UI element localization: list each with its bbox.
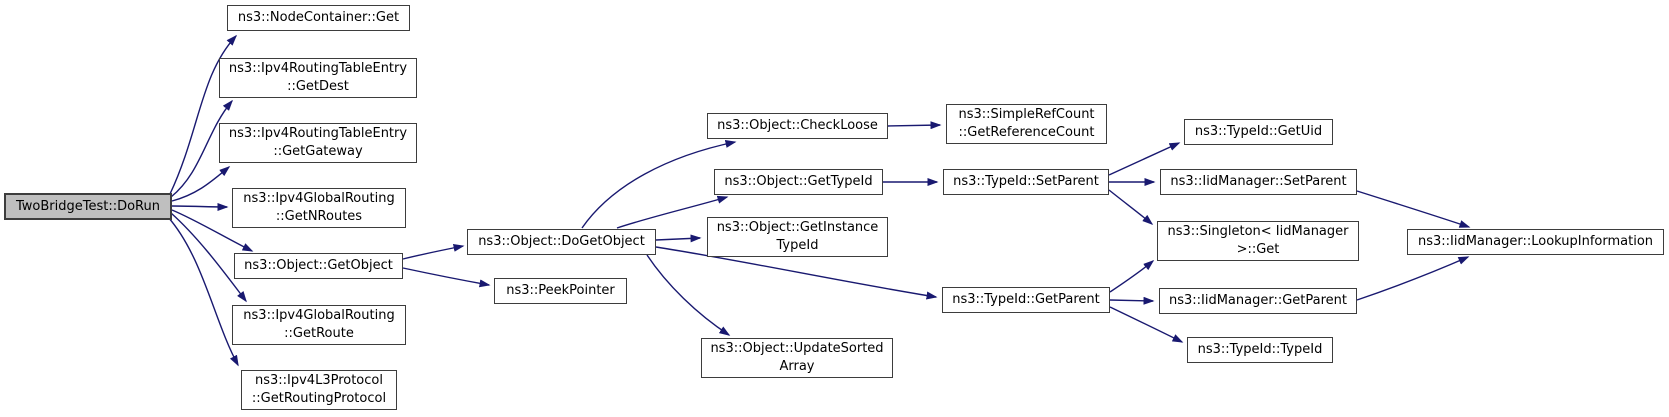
node-typeid-setparent[interactable]: ns3::TypeId::SetParent [943,169,1109,195]
edge-obj-getobject-peekpointer [402,267,491,288]
edge-obj-dogetobject-obj-getinstancetypeid [655,234,702,243]
node-iidmanager-setparent[interactable]: ns3::IidManager::SetParent [1160,169,1357,195]
node-simplerefcount-getreferencecount[interactable]: ns3::SimpleRefCount ::GetReferenceCount [946,104,1107,144]
node-ipv4routingtableentry-getgateway[interactable]: ns3::Ipv4RoutingTableEntry ::GetGateway [219,123,417,163]
edge-typeid-getparent-singleton-get [1109,260,1155,293]
node-object-checkloose[interactable]: ns3::Object::CheckLoose [707,113,888,139]
node-typeid-getuid[interactable]: ns3::TypeId::GetUid [1184,119,1333,145]
node-twobridgetest-dorun: TwoBridgeTest::DoRun [4,193,172,220]
node-iidmanager-getparent[interactable]: ns3::IidManager::GetParent [1159,288,1357,314]
edge-iidm-setparent-iidm-lookupinfo [1356,190,1471,228]
edge-iidm-getparent-iidm-lookupinfo [1356,256,1470,301]
node-object-getobject[interactable]: ns3::Object::GetObject [234,253,403,279]
edge-obj-dogetobject-obj-updatesortedarray [646,254,731,336]
node-typeid-typeid[interactable]: ns3::TypeId::TypeId [1187,337,1333,363]
node-ipv4globalrouting-getnroutes[interactable]: ns3::Ipv4GlobalRouting ::GetNRoutes [232,188,406,228]
node-object-gettypeid[interactable]: ns3::Object::GetTypeId [714,169,883,195]
edge-typeid-getparent-iidm-getparent [1109,296,1155,305]
node-peekpointer[interactable]: ns3::PeekPointer [494,278,627,304]
node-ipv4globalrouting-getroute[interactable]: ns3::Ipv4GlobalRouting ::GetRoute [232,305,406,345]
edge-dorun-ipv4l3-getroutingprotocol [167,216,239,367]
node-object-getinstancetypeid[interactable]: ns3::Object::GetInstance TypeId [707,217,888,257]
node-iidmanager-lookupinformation[interactable]: ns3::IidManager::LookupInformation [1407,229,1664,255]
edge-obj-checkloose-src-getrefcount [887,121,942,130]
edge-obj-dogetobject-obj-checkloose [581,140,737,229]
node-ipv4routingtableentry-getdest[interactable]: ns3::Ipv4RoutingTableEntry ::GetDest [219,58,417,98]
node-object-updatesortedarray[interactable]: ns3::Object::UpdateSorted Array [701,338,893,378]
node-singleton-iidmanager-get[interactable]: ns3::Singleton< IidManager >::Get [1157,221,1359,261]
edge-typeid-setparent-singleton-get [1108,189,1154,225]
edge-dorun-igr-getnroutes [171,202,229,211]
node-typeid-getparent[interactable]: ns3::TypeId::GetParent [942,287,1110,313]
edge-dorun-rte-getgateway [171,166,231,202]
node-object-dogetobject[interactable]: ns3::Object::DoGetObject [467,229,656,255]
node-ipv4l3protocol-getroutingprotocol[interactable]: ns3::Ipv4L3Protocol ::GetRoutingProtocol [241,370,397,410]
edge-obj-getobject-obj-dogetobject [402,243,465,260]
node-nodecontainer-get[interactable]: ns3::NodeContainer::Get [227,5,410,31]
